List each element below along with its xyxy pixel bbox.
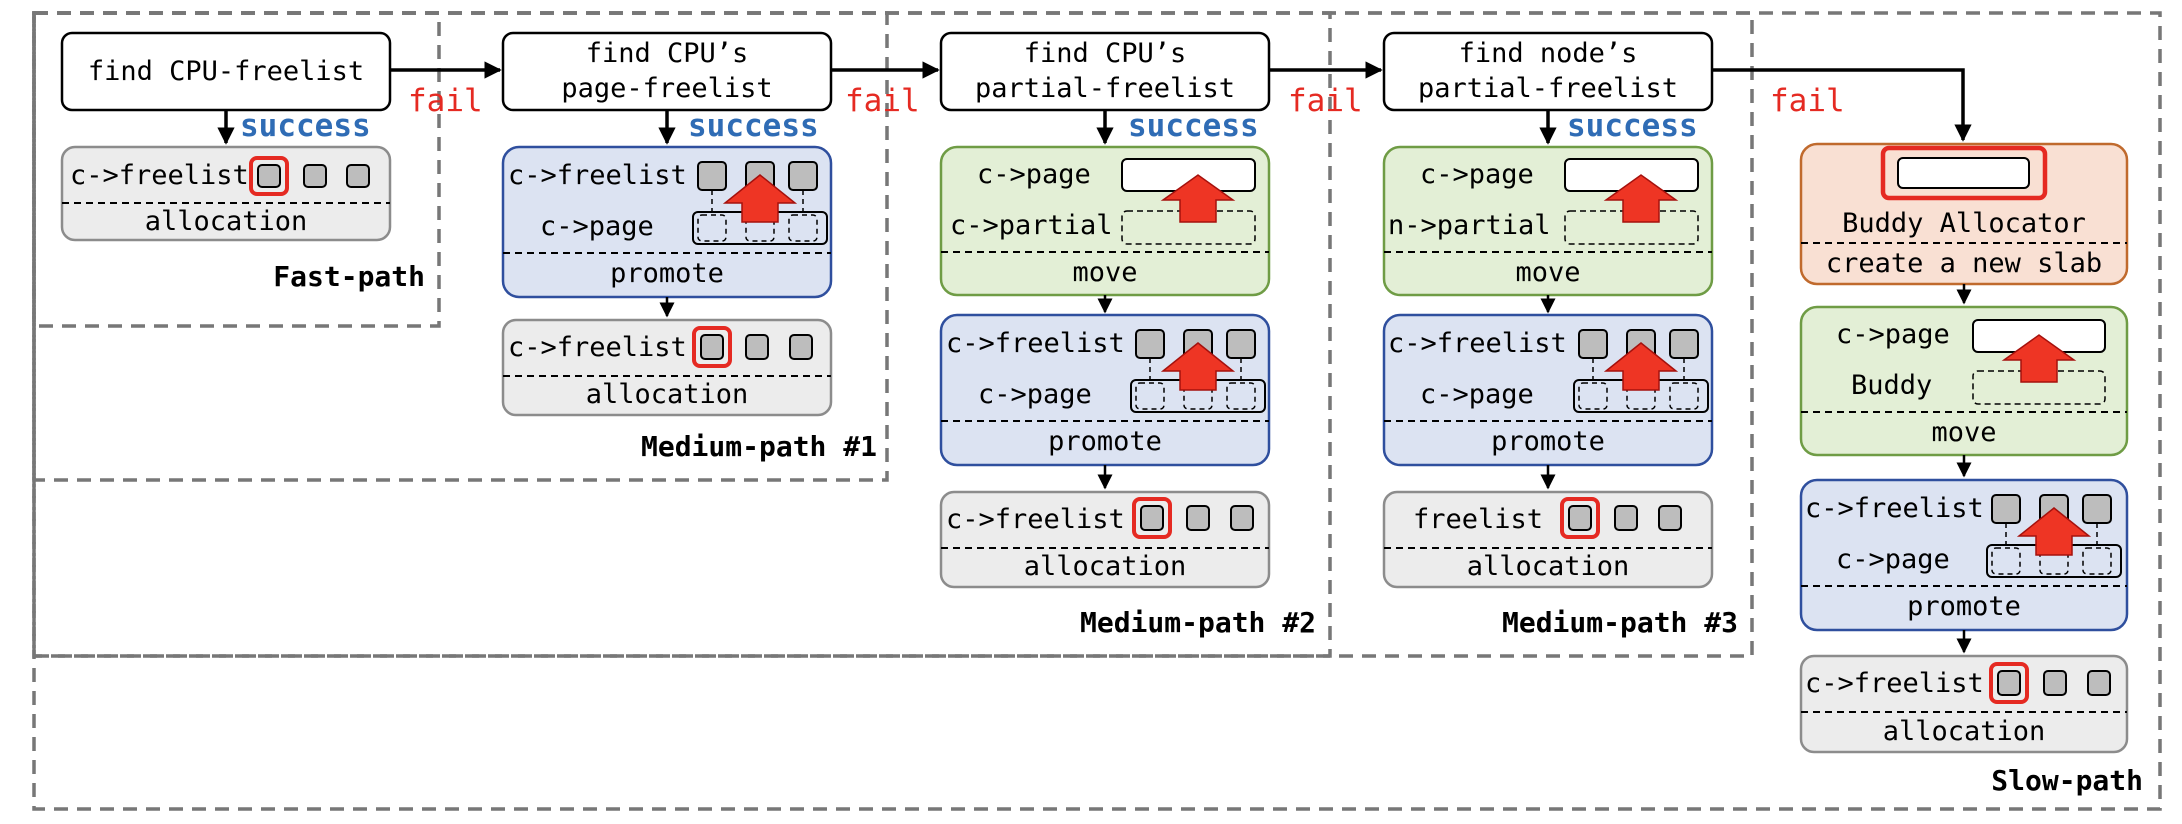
slow-object-selected <box>1989 662 2029 704</box>
medium1-promote-box: c->freelist c->page promote <box>501 145 833 299</box>
fast-path-frame <box>32 11 441 328</box>
fail-label-3: fail <box>1288 83 1363 119</box>
find-node-partial-freelist-line1: find node’s <box>1459 38 1638 69</box>
slow-allocation-box: c->freelist allocation <box>1799 654 2129 754</box>
success-arrows <box>217 110 1557 145</box>
medium1-alloc-freelist-label: c->freelist <box>508 332 687 363</box>
medium2-move-label: move <box>1072 257 1137 288</box>
slow-move-arrow <box>2001 334 2077 383</box>
medium2-allocation-label: allocation <box>1024 551 1187 582</box>
find-cpu-partial-freelist-line2: partial-freelist <box>975 73 1235 104</box>
medium3-move-label: move <box>1515 257 1580 288</box>
medium2-alloc-freelist-label: c->freelist <box>946 504 1125 535</box>
fast-allocation-label: allocation <box>145 206 308 237</box>
fail-label-2: fail <box>845 83 920 119</box>
medium-path-1-frame <box>32 11 889 482</box>
fast-freelist-label: c->freelist <box>70 160 249 191</box>
medium2-freelist-label: c->freelist <box>946 328 1125 359</box>
find-node-partial-freelist-line2: partial-freelist <box>1418 73 1678 104</box>
medium3-move-arrow <box>1603 174 1679 223</box>
slow-promote-box: c->freelist c->page promote <box>1799 478 2129 632</box>
slow-move-box: c->page Buddy move <box>1799 305 2129 457</box>
medium-path-1-label: Medium-path #1 <box>641 430 877 463</box>
slow-freelist-label: c->freelist <box>1805 493 1984 524</box>
medium3-partial-label: n->partial <box>1388 210 1551 241</box>
medium3-move-box: c->page n->partial move <box>1382 145 1714 297</box>
medium2-move-arrow <box>1160 174 1236 223</box>
find-boxes: find CPU-freelist find CPU’s page-freeli… <box>60 31 1714 112</box>
medium3-promote-arrow <box>1603 342 1679 391</box>
medium3-object-selected <box>1560 497 1600 539</box>
medium3-promote-label: promote <box>1491 426 1605 457</box>
fast-path-label: Fast-path <box>273 260 425 293</box>
create-slab-label: create a new slab <box>1826 248 2102 279</box>
success-label-2: success <box>688 108 819 144</box>
fast-object-1 <box>257 164 281 188</box>
medium3-freelist-label: c->freelist <box>1388 328 1567 359</box>
buddy-allocator-label: Buddy Allocator <box>1842 208 2086 239</box>
medium1-promote-label: promote <box>610 258 724 289</box>
medium2-page-label: c->page <box>977 159 1091 190</box>
slow-alloc-freelist-label: c->freelist <box>1805 668 1984 699</box>
medium1-allocation-box: c->freelist allocation <box>501 318 833 417</box>
new-slab <box>1897 157 2030 189</box>
medium-path-3-label: Medium-path #3 <box>1502 606 1738 639</box>
success-label-4: success <box>1567 108 1698 144</box>
slow-allocation-label: allocation <box>1883 716 2046 747</box>
medium2-promote-page-label: c->page <box>978 379 1092 410</box>
fast-object-2 <box>303 164 327 188</box>
find-cpu-freelist-label: find CPU-freelist <box>88 56 364 87</box>
slow-promote-label: promote <box>1907 591 2021 622</box>
medium1-freelist-label: c->freelist <box>508 160 687 191</box>
fast-allocation-box: c->freelist allocation <box>60 145 392 242</box>
medium2-partial-label: c->partial <box>950 210 1113 241</box>
medium3-allocation-box: freelist allocation <box>1382 490 1714 589</box>
medium2-promote-label: promote <box>1048 426 1162 457</box>
find-cpu-page-freelist-line2: page-freelist <box>561 73 772 104</box>
medium3-promote-box: c->freelist c->page promote <box>1382 313 1714 467</box>
medium3-alloc-freelist-label: freelist <box>1413 504 1543 535</box>
medium3-page-label: c->page <box>1420 159 1534 190</box>
medium1-page-label: c->page <box>540 211 654 242</box>
slow-promote-page-label: c->page <box>1836 544 1950 575</box>
medium2-object-selected <box>1132 497 1172 539</box>
slow-promote-arrow <box>2016 507 2092 556</box>
new-slab-highlight <box>1880 145 2048 201</box>
medium1-object-selected <box>692 326 732 368</box>
fail-arrows <box>390 61 1972 142</box>
slow-buddy-label: Buddy <box>1851 370 1932 401</box>
path-frames <box>32 11 2162 811</box>
medium3-allocation-label: allocation <box>1467 551 1630 582</box>
slow-path-label: Slow-path <box>1991 764 2143 797</box>
medium3-promote-page-label: c->page <box>1420 379 1534 410</box>
fail-label-4: fail <box>1770 83 1845 119</box>
medium2-promote-box: c->freelist c->page promote <box>939 313 1271 467</box>
fail-label-1: fail <box>408 83 483 119</box>
medium2-allocation-box: c->freelist allocation <box>939 490 1271 589</box>
medium-path-2-label: Medium-path #2 <box>1080 606 1316 639</box>
medium2-promote-arrow <box>1160 342 1236 391</box>
fast-object-selected <box>249 156 289 196</box>
slow-move-label: move <box>1931 417 1996 448</box>
success-label-3: success <box>1128 108 1259 144</box>
find-cpu-page-freelist-line1: find CPU’s <box>586 38 749 69</box>
slow-page-label: c->page <box>1836 319 1950 350</box>
medium2-move-box: c->page c->partial move <box>939 145 1271 297</box>
success-label-1: success <box>240 108 371 144</box>
medium1-allocation-label: allocation <box>586 379 749 410</box>
fail-arrow-4 <box>1712 68 1972 142</box>
find-cpu-partial-freelist-line1: find CPU’s <box>1024 38 1187 69</box>
fast-object-3 <box>346 164 370 188</box>
medium1-promote-arrow <box>722 174 798 223</box>
slow-buddy-box: Buddy Allocator create a new slab <box>1799 142 2129 286</box>
